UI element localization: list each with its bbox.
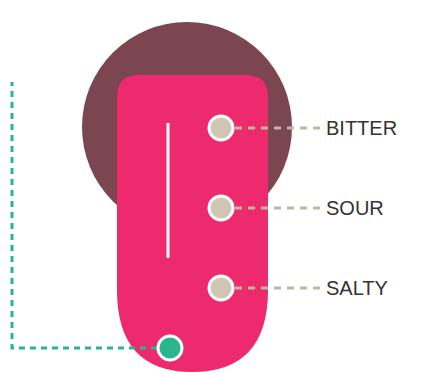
leader-line	[235, 207, 320, 210]
taste-dot	[209, 276, 233, 300]
taste-label: SOUR	[326, 196, 384, 220]
tongue-shape	[117, 75, 268, 372]
taste-label: SALTY	[326, 276, 388, 300]
tongue-midline	[167, 123, 170, 258]
leader-line	[235, 127, 320, 130]
taste-dot	[209, 196, 233, 220]
leader-line	[12, 82, 157, 348]
taste-label: BITTER	[326, 116, 397, 140]
taste-dot	[158, 336, 182, 360]
leader-line	[235, 287, 320, 290]
taste-dot	[209, 116, 233, 140]
